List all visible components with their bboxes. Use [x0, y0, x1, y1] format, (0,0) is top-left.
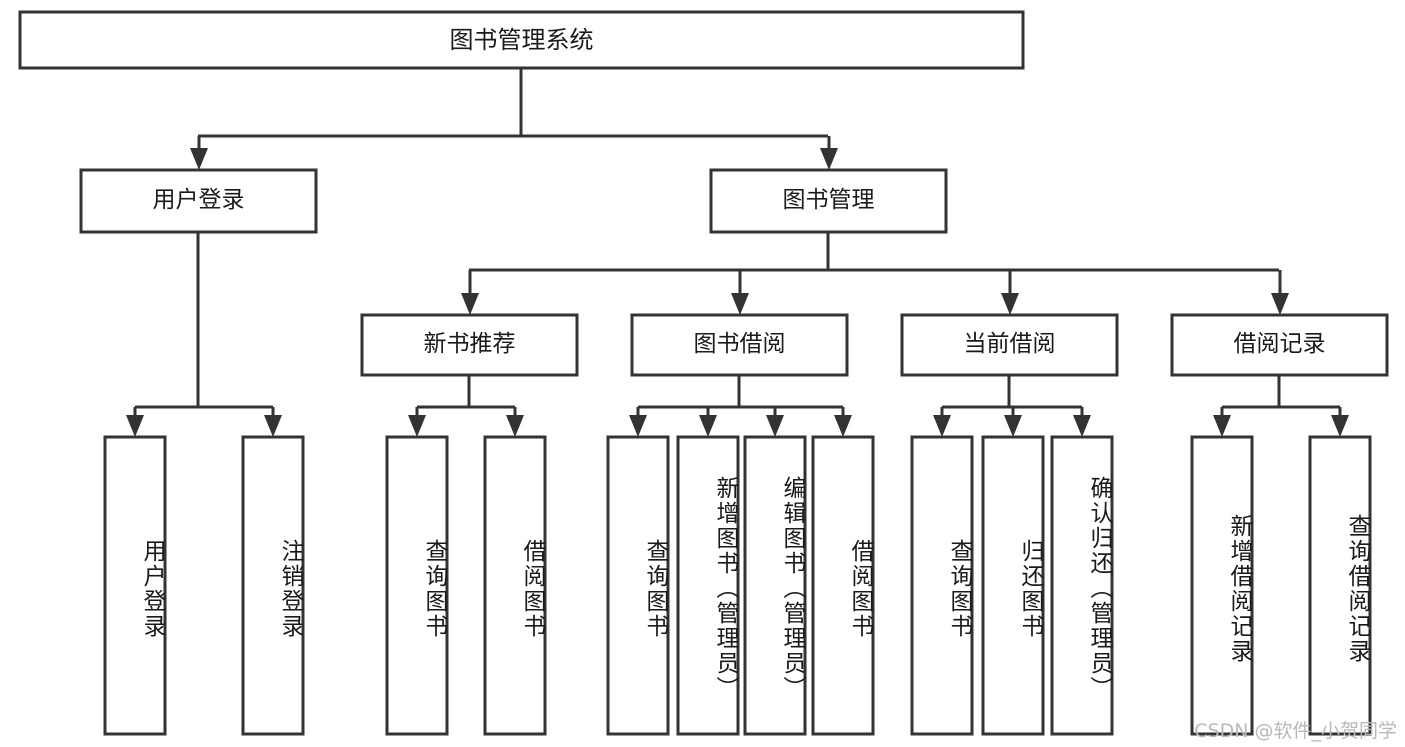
arrow-head-down: [190, 148, 208, 170]
node-box-root: [18, 10, 1025, 70]
arrow-head-down: [933, 415, 951, 437]
arrow-head-down: [820, 148, 838, 170]
arrow-head-down: [699, 415, 717, 437]
arrow-head-down: [766, 415, 784, 437]
node-box-book-borrow: [630, 313, 849, 377]
node-box-leaf-add-book-admin: [676, 435, 740, 736]
node-box-new-book-recommend: [360, 313, 579, 377]
arrow-head-down: [1271, 293, 1289, 315]
node-box-leaf-query-book-1: [385, 435, 449, 736]
connectors-layer: [126, 68, 1349, 437]
arrow-head-down: [1001, 293, 1019, 315]
arrow-head-down: [1213, 415, 1231, 437]
arrow-head-down: [629, 415, 647, 437]
arrow-head-down: [408, 415, 426, 437]
node-box-book-manage: [709, 168, 948, 234]
node-box-leaf-logout: [241, 435, 305, 736]
node-box-leaf-add-borrow-record: [1190, 435, 1254, 736]
node-box-leaf-return-book: [981, 435, 1045, 736]
csdn-watermark: CSDN @软件_小贺同学: [1194, 720, 1397, 742]
node-box-leaf-query-book-2: [606, 435, 670, 736]
arrow-head-down: [461, 293, 479, 315]
arrow-head-down: [126, 415, 144, 437]
node-box-leaf-edit-book-admin: [743, 435, 807, 736]
arrow-head-down: [834, 415, 852, 437]
node-box-leaf-query-borrow-record: [1308, 435, 1372, 736]
arrow-head-down: [731, 293, 749, 315]
arrow-head-down: [1331, 415, 1349, 437]
arrow-head-down: [1073, 415, 1091, 437]
boxes-layer: [18, 10, 1389, 736]
node-box-leaf-borrow-book-2: [811, 435, 875, 736]
node-box-leaf-confirm-return-admin: [1050, 435, 1114, 736]
node-box-current-borrow: [900, 313, 1119, 377]
node-box-leaf-borrow-book-1: [483, 435, 547, 736]
arrow-head-down: [1004, 415, 1022, 437]
node-box-user-login: [79, 168, 318, 234]
arrow-head-down: [264, 415, 282, 437]
node-box-leaf-user-login: [103, 435, 167, 736]
arrow-head-down: [506, 415, 524, 437]
node-box-leaf-query-book-3: [910, 435, 974, 736]
node-box-borrow-record: [1170, 313, 1389, 377]
